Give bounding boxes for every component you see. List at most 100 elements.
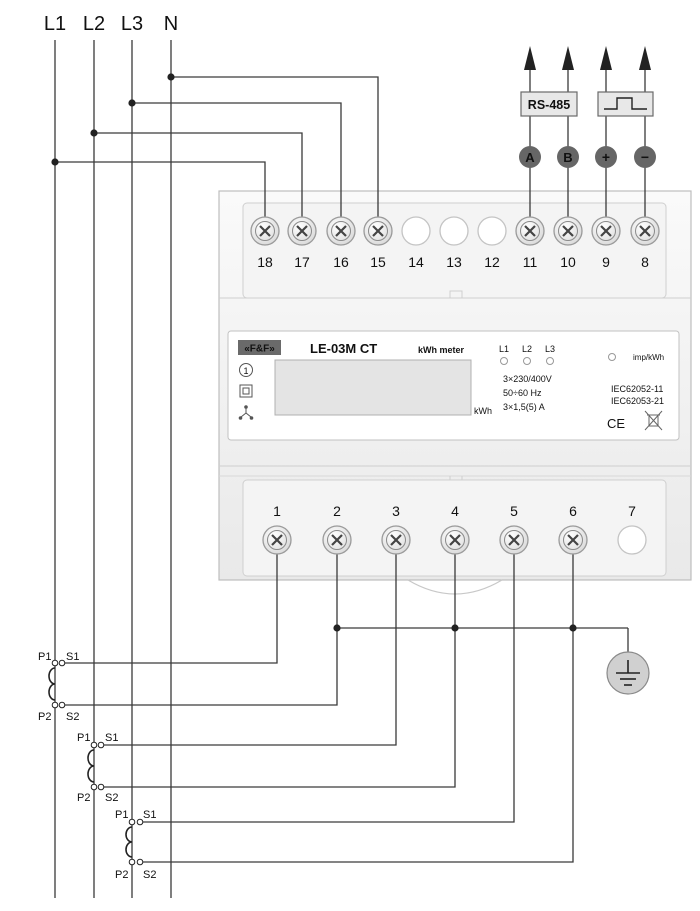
led-l2 <box>523 357 531 365</box>
arrow-b <box>562 46 574 70</box>
terminal-8-screw <box>630 216 660 246</box>
terminal-9-label: 9 <box>602 254 610 270</box>
line-label-l3: L3 <box>121 13 143 35</box>
terminal-4-label: 4 <box>451 503 459 519</box>
terminal-10-label: 10 <box>560 254 576 270</box>
pulse-icon <box>604 97 647 110</box>
top-terminal-block: 18 17 16 15 14 13 12 11 10 9 8 <box>250 216 660 270</box>
ct3-p1-label: P1 <box>115 809 128 821</box>
rs485-label: RS-485 <box>528 98 570 112</box>
badge-minus <box>634 146 656 168</box>
three-phase-icon <box>238 405 254 420</box>
current-transformer-l2 <box>87 741 105 791</box>
terminal-17-label: 17 <box>294 254 310 270</box>
model-name: LE-03M CT <box>310 341 377 356</box>
terminal-6-screw <box>558 525 588 555</box>
badge-plus-text: + <box>602 149 610 165</box>
current-transformer-l3 <box>125 818 144 866</box>
badge-a <box>519 146 541 168</box>
badge-a-text: A <box>525 150 535 165</box>
terminal-16-screw <box>326 216 356 246</box>
arrow-minus <box>639 46 651 70</box>
terminal-7-label: 7 <box>628 503 636 519</box>
led-l1 <box>500 357 508 365</box>
terminal-11-label: 11 <box>523 254 538 270</box>
terminal-15-label: 15 <box>370 254 386 270</box>
terminal-7-empty <box>617 525 647 555</box>
voltage-wiring <box>51 73 379 221</box>
ct3-p2-label: P2 <box>115 869 128 881</box>
terminal-14-label: 14 <box>408 254 424 270</box>
rs485-box <box>520 91 578 117</box>
ct-wiring <box>62 540 629 863</box>
terminal-11-screw <box>515 216 545 246</box>
ct2-p1-label: P1 <box>77 732 90 744</box>
weee-bin-icon <box>644 410 663 431</box>
ct2-s1-label: S1 <box>105 732 118 744</box>
line-label-l2: L2 <box>83 13 105 35</box>
terminal-2-label: 2 <box>333 503 341 519</box>
lcd-display <box>274 359 472 416</box>
ce-mark: CE <box>607 416 625 431</box>
ct2-s2-label: S2 <box>105 792 118 804</box>
front-panel: «F&F» LE-03M CT kWh meter L1 L2 L3 imp/k… <box>227 330 680 441</box>
ct1-p2-label: P2 <box>38 711 51 723</box>
terminal-3-screw <box>381 525 411 555</box>
terminal-12-empty <box>477 216 507 246</box>
terminal-6-label: 6 <box>569 503 577 519</box>
line-label-l1: L1 <box>44 13 66 35</box>
terminal-17-screw <box>287 216 317 246</box>
ct1-s2-label: S2 <box>66 711 79 723</box>
badge-plus <box>595 146 617 168</box>
line-label-n: N <box>164 13 178 35</box>
terminal-16-label: 16 <box>333 254 349 270</box>
pulse-output-box <box>597 91 654 117</box>
imp-label: imp/kWh <box>633 353 664 362</box>
terminal-13-empty <box>439 216 469 246</box>
spec-frequency: 50÷60 Hz <box>503 388 542 398</box>
brand-logo: «F&F» <box>244 344 275 355</box>
terminal-5-screw <box>499 525 529 555</box>
terminal-5-label: 5 <box>510 503 518 519</box>
double-insulation-icon <box>239 384 253 398</box>
spec-current: 3×1,5(5) A <box>503 402 545 412</box>
terminal-18-label: 18 <box>257 254 273 270</box>
terminal-3-label: 3 <box>392 503 400 519</box>
arrow-a <box>524 46 536 70</box>
current-transformer-l1 <box>48 659 66 709</box>
ct1-s1-label: S1 <box>66 651 79 663</box>
tariff-number: 1 <box>243 366 248 376</box>
ct2-p2-label: P2 <box>77 792 90 804</box>
led-imp <box>608 353 616 361</box>
ground-icon <box>606 651 650 695</box>
ct3-s2-label: S2 <box>143 869 156 881</box>
terminal-2-screw <box>322 525 352 555</box>
terminal-10-screw <box>553 216 583 246</box>
badge-b-text: B <box>563 150 572 165</box>
terminal-12-label: 12 <box>484 254 500 270</box>
meter-type: kWh meter <box>418 345 465 355</box>
ct3-s1-label: S1 <box>143 809 156 821</box>
arrow-plus <box>600 46 612 70</box>
badge-minus-text: − <box>641 149 649 165</box>
led-label-l2: L2 <box>522 344 532 354</box>
led-label-l3: L3 <box>545 344 555 354</box>
terminal-1-screw <box>262 525 292 555</box>
terminal-13-label: 13 <box>446 254 462 270</box>
terminal-18-screw <box>250 216 280 246</box>
ct1-p1-label: P1 <box>38 651 51 663</box>
terminal-8-label: 8 <box>641 254 649 270</box>
standard-2: IEC62053-21 <box>611 396 664 406</box>
output-wiring <box>529 68 646 221</box>
display-unit: kWh <box>474 406 492 416</box>
terminal-4-screw <box>440 525 470 555</box>
spec-voltage: 3×230/400V <box>503 374 552 384</box>
badge-b <box>557 146 579 168</box>
led-l3 <box>546 357 554 365</box>
terminal-15-screw <box>363 216 393 246</box>
tariff-symbol <box>239 363 253 377</box>
terminal-9-screw <box>591 216 621 246</box>
terminal-1-label: 1 <box>273 503 281 519</box>
terminal-14-empty <box>401 216 431 246</box>
